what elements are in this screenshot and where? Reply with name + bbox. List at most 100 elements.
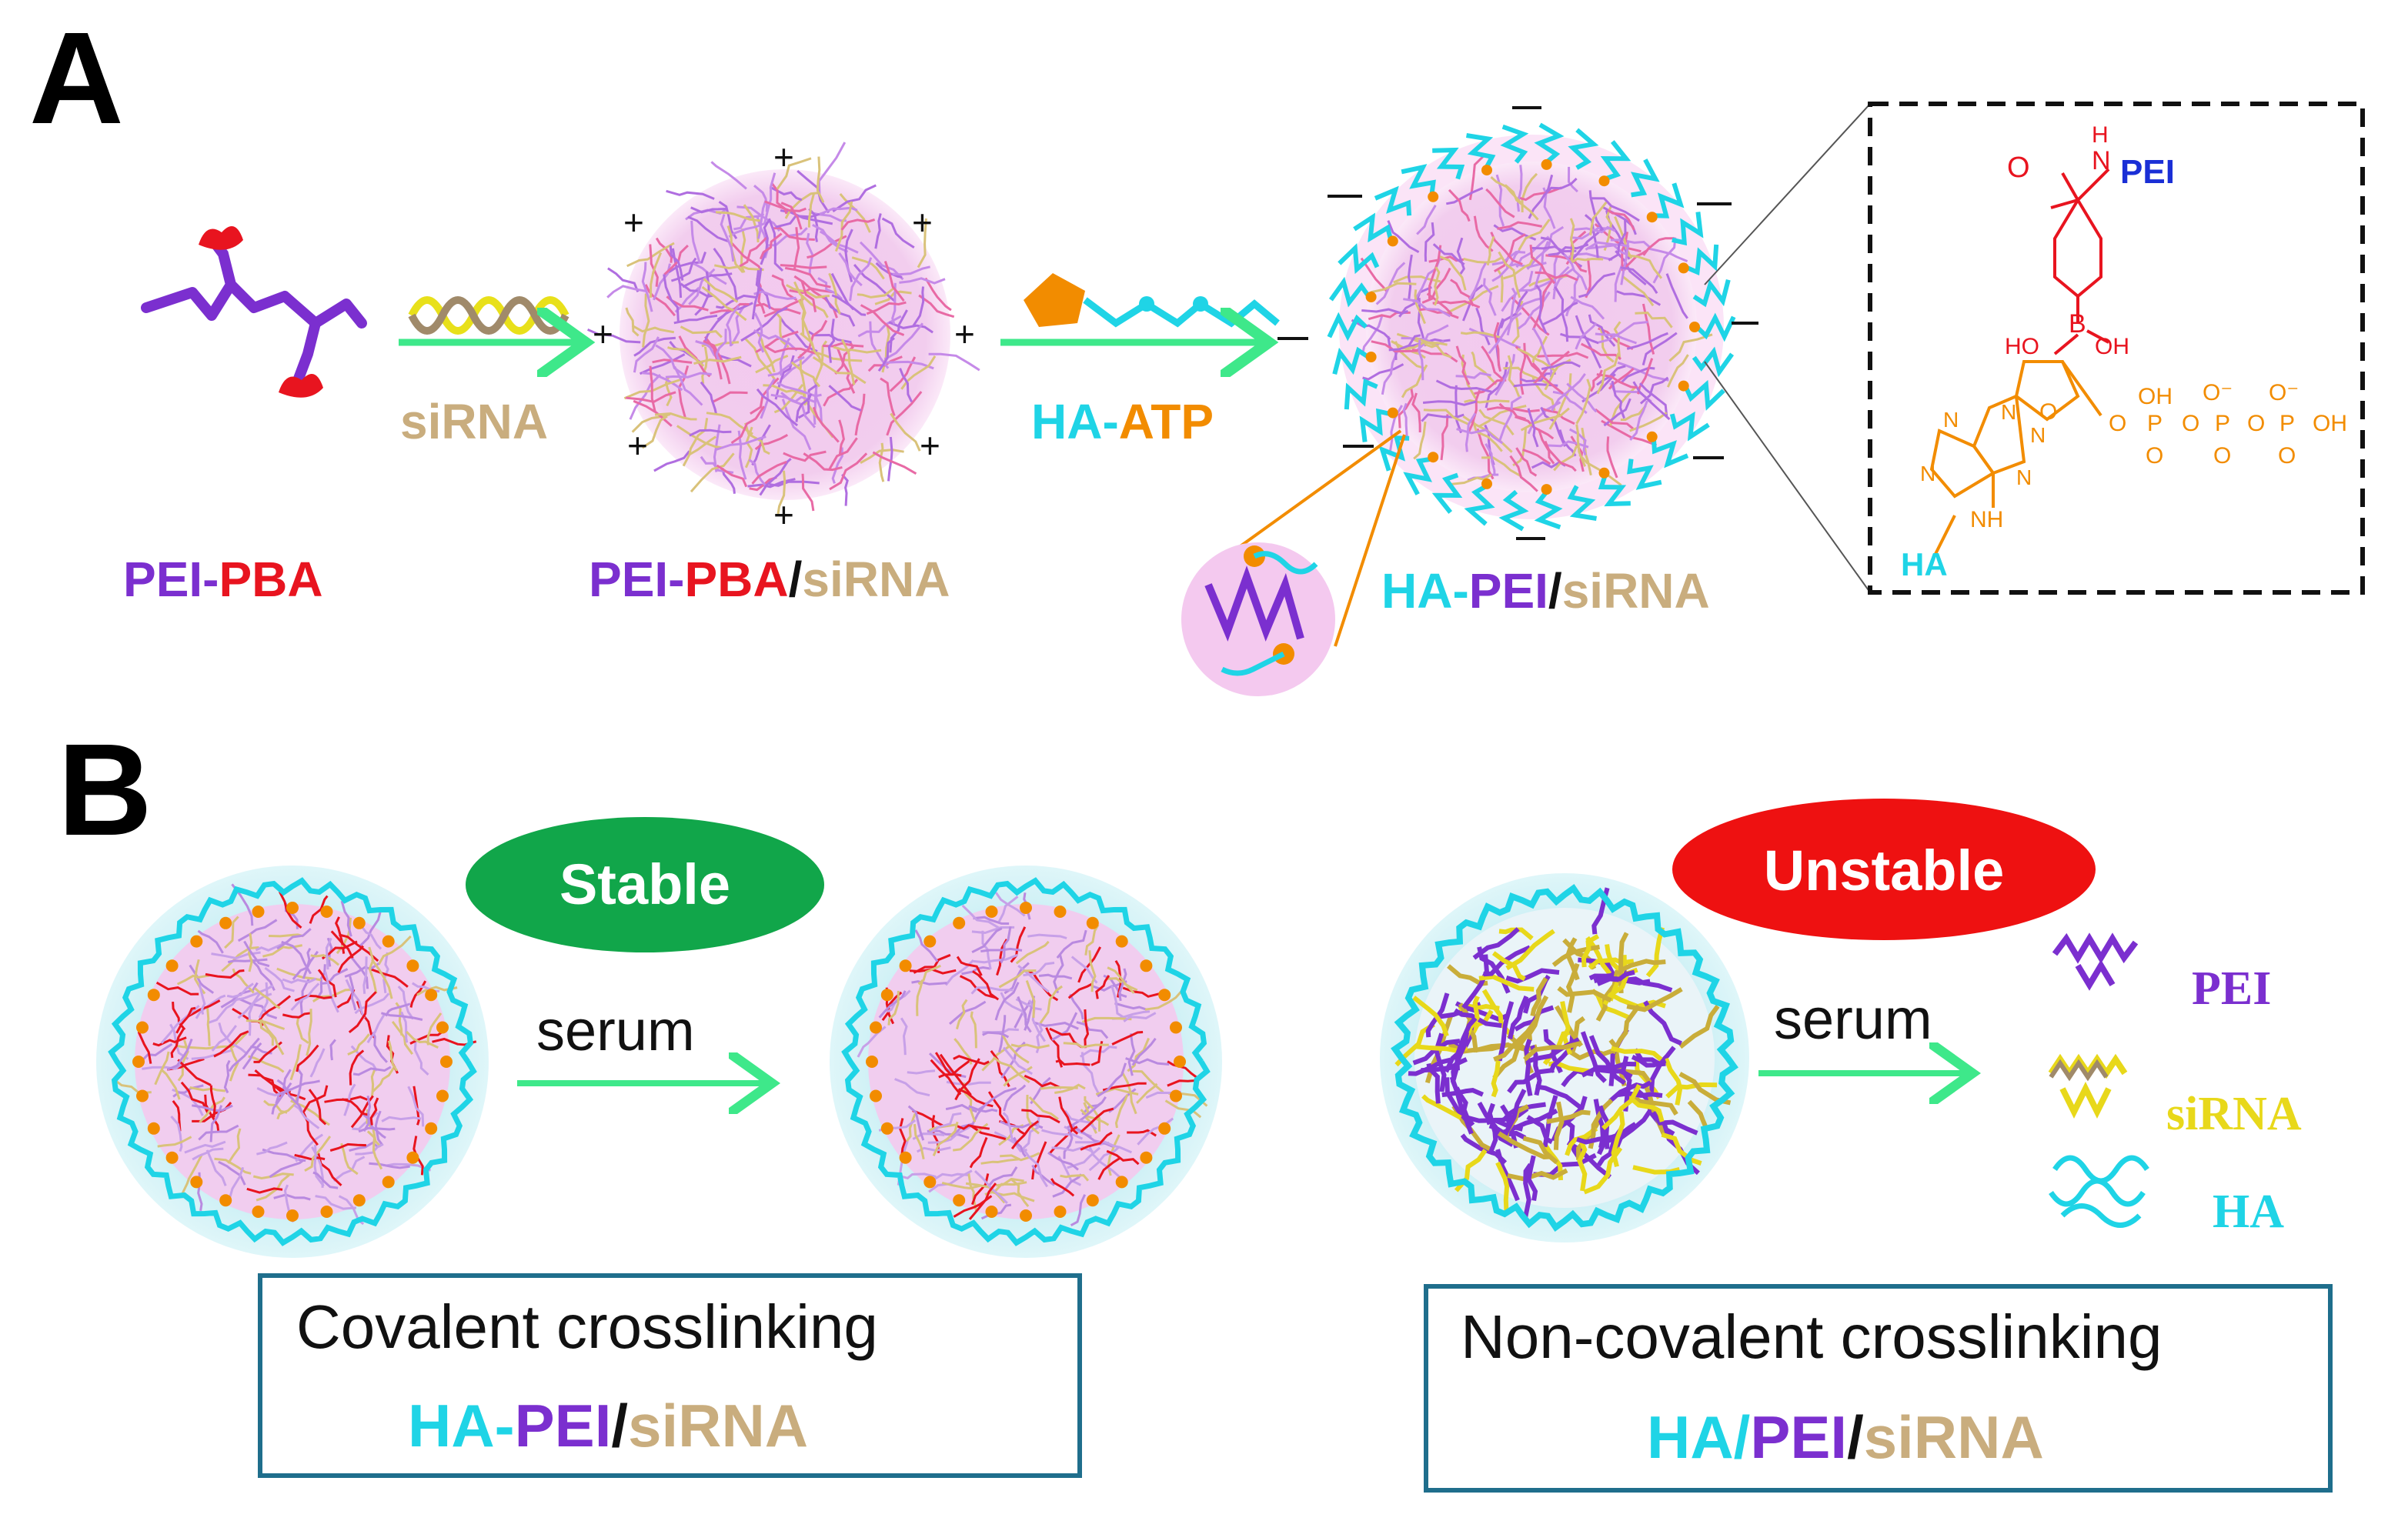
polymer-strand [192,1147,224,1161]
polymer-strand [1076,1021,1109,1039]
polymer-strand [715,435,766,451]
polymer-strand [757,199,767,239]
polymer-strand [883,322,924,361]
polymer-strand [730,242,763,272]
polymer-strand [633,336,676,357]
atom-n: N [2016,465,2032,489]
polymer-strand [255,940,289,952]
polymer-strand [302,1085,329,1112]
polymer-strand [391,1020,414,1055]
crosslink-dot [1174,1056,1186,1068]
polymer-strand [932,1121,959,1156]
polymer-strand [764,200,807,212]
ha-chain [1374,185,1412,216]
polymer-strand [1608,219,1627,262]
polymer-strand [883,261,905,302]
polymer-strand [726,305,740,347]
polymer-strand [795,393,813,422]
polymer-strand [1412,996,1449,1037]
polymer-strand [982,1031,1010,1039]
crosslink-dot [1170,1021,1182,1034]
polymer-strand [296,1016,309,1044]
polymer-strand [899,1118,907,1159]
noncovalent-crosslinking-box [1424,1284,2333,1493]
polymer-strand [932,1172,970,1182]
polymer-strand [1080,1052,1101,1097]
polymer-strand [293,1104,320,1129]
covalent-formula-slash: / [611,1392,628,1459]
polymer-strand [1520,407,1570,432]
polymer-strand [892,265,930,276]
polymer-strand [1446,187,1484,205]
phosphate-o: O [2182,411,2199,436]
polymer-strand [1535,271,1578,282]
polymer-strand [840,218,876,231]
polymer-strand [889,356,917,392]
pei-pba-sirna-nanoparticle [587,142,980,515]
polymer-strand [1114,1002,1147,1011]
ha-chain [1630,158,1660,198]
polymer-strand [841,473,849,506]
polymer-strand [1053,955,1064,994]
polymer-strand [289,1044,302,1081]
polymer-strand [784,266,831,289]
ha-chain [1332,346,1371,375]
polymer-strand [1387,220,1420,254]
polymer-strand [1417,298,1427,347]
polymer-strand [654,412,697,421]
polymer-strand [1416,324,1449,352]
polymer-strand [374,1110,384,1146]
polymer-strand [1522,449,1551,465]
crosslink-dot [320,906,333,918]
polymer-strand [1001,1033,1030,1064]
polymer-strand [1067,982,1094,999]
polymer-strand [340,1142,359,1176]
ha-chain [1328,276,1371,308]
polymer-strand [1527,408,1539,448]
polymer-strand [957,1088,994,1108]
structure-pei-label: PEI [2120,153,2175,191]
polymer-strand [1588,1035,1626,1086]
polymer-strand [1440,414,1449,461]
polymer-strand [1003,1066,1033,1087]
polymer-strand [969,1136,988,1169]
phosphate-o-bottom: O [2278,443,2296,469]
polymer-strand [221,946,259,972]
polymer-strand [1011,1179,1030,1208]
polymer-strand [1017,965,1050,993]
polymer-strand [1434,1032,1447,1092]
polymer-strand [641,262,653,312]
polymer-strand [1651,1111,1698,1136]
ha-pei-sirna-label-pei: PEI [1469,563,1548,619]
polymer-strand [1517,186,1562,202]
crosslink-dot [132,1056,145,1068]
polymer-strand [1002,1112,1020,1146]
polymer-strand [1588,190,1605,232]
polymer-strand [783,450,827,462]
polymer-strand [587,329,641,344]
polymer-strand [1603,205,1613,252]
polymer-strand [256,995,292,1024]
polymer-strand [769,185,803,202]
pei-pba-sirna-label-slash: / [789,552,803,607]
polymer-strand [793,227,800,270]
polymer-strand [387,1040,399,1072]
polymer-strand [669,245,684,281]
polymer-strand [1460,331,1501,339]
polymer-strand [1051,1146,1094,1153]
polymer-strand [803,452,843,472]
polymer-strand [1481,456,1522,478]
polymer-strand [155,981,199,996]
zoom-line-top [1704,103,1871,285]
covalent-particle-after [830,866,1222,1258]
polymer-strand [1524,1039,1533,1096]
crosslink-dot [1689,322,1700,332]
polymer-strand [1498,1131,1552,1160]
polymer-strand [700,455,734,474]
polymer-strand [1125,1057,1170,1066]
polymer-strand [980,947,1023,952]
polymer-strand [385,1002,411,1017]
polymer-strand [1565,962,1580,1013]
polymer-strand [914,929,939,962]
crosslink-dot [923,935,937,948]
